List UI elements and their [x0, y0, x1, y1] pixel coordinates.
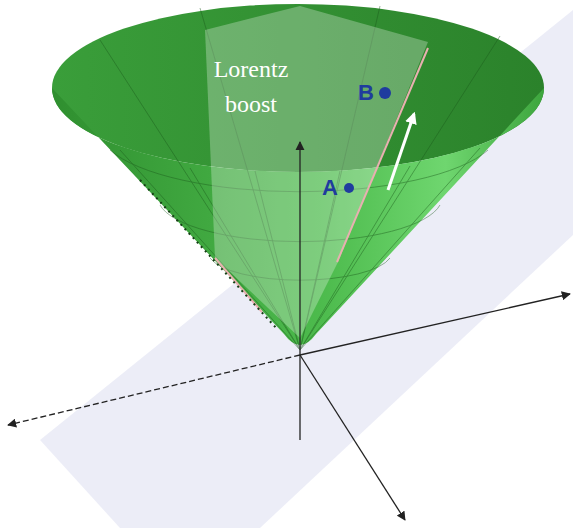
axis — [300, 355, 405, 520]
axis — [299, 355, 300, 440]
point-label: B — [358, 80, 374, 106]
boost-arrow — [388, 114, 414, 190]
event-point — [379, 87, 391, 99]
point-label: A — [322, 175, 338, 201]
hyperbola-line — [337, 48, 428, 262]
axis — [299, 142, 300, 355]
event-point — [344, 183, 354, 193]
dotted-line — [140, 180, 278, 330]
axis — [8, 355, 300, 425]
boost-slice — [205, 6, 428, 338]
boost-label: Lorentz boost — [203, 52, 299, 122]
